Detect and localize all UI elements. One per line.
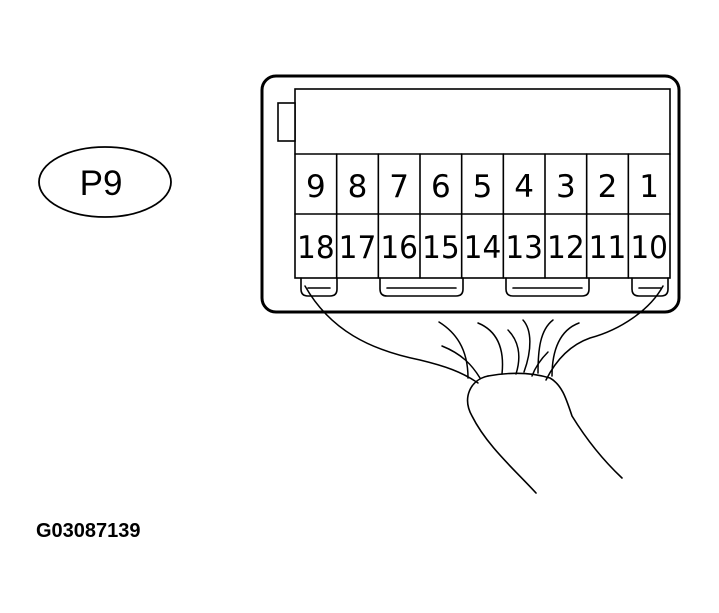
pin-number-bottom: 14 <box>464 230 502 266</box>
pin-number-top: 7 <box>389 169 409 205</box>
pin-number-bottom: 17 <box>339 230 377 266</box>
figure-code: G03087139 <box>36 520 141 542</box>
pin-number-top: 4 <box>514 169 534 205</box>
pin-number-bottom: 12 <box>547 230 585 266</box>
pin-number-bottom: 16 <box>380 230 418 266</box>
pin-number-top: 2 <box>598 169 618 205</box>
pin-number-bottom: 15 <box>422 230 460 266</box>
pin-number-top: 5 <box>473 169 493 205</box>
pin-number-top: 6 <box>431 169 451 205</box>
pin-number-top: 1 <box>639 169 659 205</box>
pin-number-top: 9 <box>306 169 326 205</box>
wire-harness <box>304 285 664 494</box>
connector-id-label: P9 <box>80 164 123 203</box>
pin-number-top: 3 <box>556 169 576 205</box>
connector-id-ellipse <box>38 146 172 218</box>
pin-number-bottom: 10 <box>630 230 668 266</box>
locking-tab <box>277 102 296 142</box>
terminal-clips <box>300 277 669 297</box>
pin-number-bottom: 18 <box>297 230 335 266</box>
terminal-block <box>294 88 671 279</box>
pin-number-bottom: 13 <box>505 230 543 266</box>
pin-number-bottom: 11 <box>589 230 627 266</box>
connector-id-callout: P9 <box>38 146 172 218</box>
pin-number-top: 8 <box>348 169 368 205</box>
